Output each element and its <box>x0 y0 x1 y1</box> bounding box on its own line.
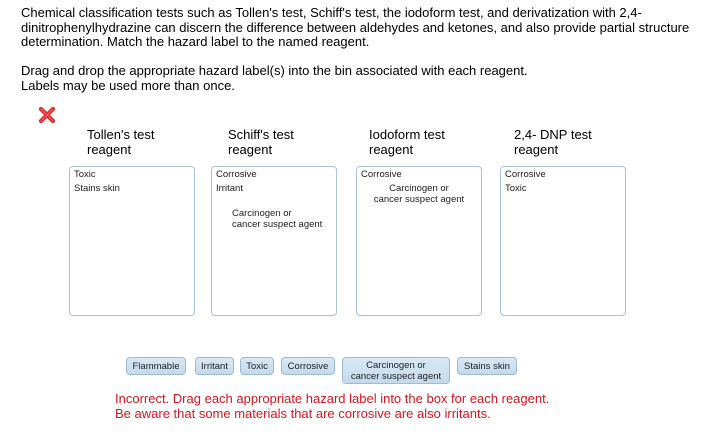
drop-bin-tollens[interactable]: Toxic Stains skin <box>69 166 195 316</box>
dropped-label[interactable]: Toxic <box>505 183 527 194</box>
bin-title-tollens: Tollen's test reagent <box>87 127 155 157</box>
bin-title-dnp: 2,4- DNP test reagent <box>514 127 592 157</box>
dropped-label[interactable]: Corrosive <box>216 169 257 180</box>
feedback-line-2: Be aware that some materials that are co… <box>115 405 491 421</box>
dropped-label[interactable]: Stains skin <box>74 183 120 194</box>
bin-title-iodoform: Iodoform test reagent <box>369 127 445 157</box>
label-tile-carcinogen[interactable]: Carcinogen or cancer suspect agent <box>342 357 450 384</box>
instruction-line-1: Drag and drop the appropriate hazard lab… <box>21 63 528 78</box>
dropped-label[interactable]: Carcinogen or cancer suspect agent <box>373 183 465 205</box>
dropped-label[interactable]: Irritant <box>216 183 243 194</box>
bin-title-schiffs: Schiff's test reagent <box>228 127 294 157</box>
feedback-message: Incorrect. Drag each appropriate hazard … <box>115 391 685 421</box>
instructions: Drag and drop the appropriate hazard lab… <box>21 63 661 93</box>
dropped-label[interactable]: Corrosive <box>505 169 546 180</box>
question-intro: Chemical classification tests such as To… <box>21 5 690 49</box>
incorrect-x-icon <box>38 106 56 124</box>
drop-bin-iodoform[interactable]: Corrosive Carcinogen or cancer suspect a… <box>356 166 482 316</box>
feedback-line-1: Incorrect. Drag each appropriate hazard … <box>115 391 550 406</box>
dropped-label[interactable]: Corrosive <box>361 169 402 180</box>
drop-bin-dnp[interactable]: Corrosive Toxic <box>500 166 626 316</box>
label-tile-corrosive[interactable]: Corrosive <box>281 357 335 375</box>
label-tile-irritant[interactable]: Irritant <box>195 357 234 375</box>
drop-bin-schiffs[interactable]: Corrosive Irritant Carcinogen or cancer … <box>211 166 337 316</box>
label-tile-stains-skin[interactable]: Stains skin <box>457 357 517 375</box>
label-tile-toxic[interactable]: Toxic <box>240 357 274 375</box>
dropped-label[interactable]: Carcinogen or cancer suspect agent <box>232 208 323 230</box>
dropped-label[interactable]: Toxic <box>74 169 96 180</box>
label-tile-flammable[interactable]: Flammable <box>126 357 186 375</box>
instruction-line-2: Labels may be used more than once. <box>21 77 235 93</box>
